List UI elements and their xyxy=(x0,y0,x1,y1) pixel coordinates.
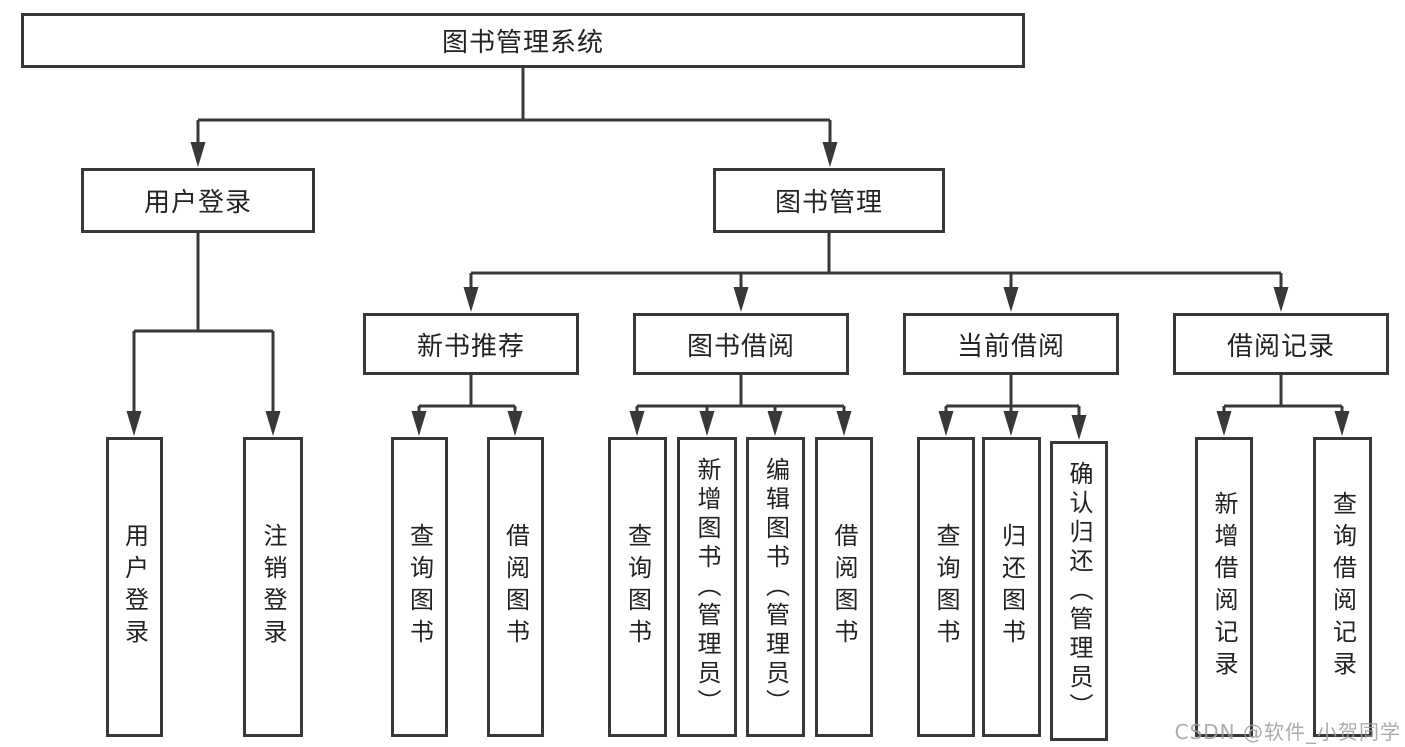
leaf-label: 新增借阅记录 xyxy=(1210,491,1238,683)
node-new-book-recommend: 新书推荐 xyxy=(363,313,579,375)
leaf-query-books-recommend: 查询图书 xyxy=(391,437,448,737)
arrow-icon xyxy=(411,411,427,436)
leaf-label: 查询图书 xyxy=(623,523,652,651)
node-book-borrow: 图书借阅 xyxy=(633,313,849,375)
connector-book-borrow-to-leaves xyxy=(635,375,846,414)
connector-new-book-to-leaves xyxy=(417,375,517,414)
node-current-borrow: 当前借阅 xyxy=(903,313,1119,375)
arrow-icon xyxy=(767,411,783,436)
arrow-icon xyxy=(1071,415,1087,440)
arrowheads xyxy=(126,142,1350,440)
leaf-label: 用户登录 xyxy=(120,523,149,651)
leaf-label: 借阅图书 xyxy=(501,523,530,651)
node-root-system: 图书管理系统 xyxy=(21,13,1025,68)
leaf-label: 借阅图书 xyxy=(830,523,858,651)
leaf-query-books-borrow: 查询图书 xyxy=(608,437,667,737)
leaf-label: 注销登录 xyxy=(259,523,287,651)
leaf-label: 查询借阅记录 xyxy=(1328,491,1357,683)
leaf-edit-books-admin: 编辑图书（管理员） xyxy=(746,437,805,737)
connector-borrow-records-to-leaves xyxy=(1222,375,1344,414)
arrow-icon xyxy=(463,287,479,312)
arrow-icon xyxy=(1334,411,1350,436)
leaf-label: 确认归还（管理员） xyxy=(1065,460,1093,722)
connector-user-login-to-leaves xyxy=(132,233,275,414)
leaf-borrow-books: 借阅图书 xyxy=(815,437,873,737)
arrow-icon xyxy=(126,411,142,436)
arrow-icon xyxy=(836,411,852,436)
leaf-confirm-return-admin: 确认归还（管理员） xyxy=(1050,441,1108,741)
leaf-label: 查询图书 xyxy=(932,523,960,651)
node-book-management: 图书管理 xyxy=(713,168,945,233)
leaf-query-books-current: 查询图书 xyxy=(917,437,975,737)
node-borrow-records: 借阅记录 xyxy=(1173,313,1389,375)
leaf-label: 查询图书 xyxy=(405,523,434,651)
leaf-borrow-books-recommend: 借阅图书 xyxy=(487,437,544,737)
arrow-icon xyxy=(733,287,749,312)
connector-root-to-level2 xyxy=(196,68,832,145)
arrow-icon xyxy=(190,142,206,167)
leaf-return-books: 归还图书 xyxy=(982,437,1041,737)
arrow-icon xyxy=(1216,411,1232,436)
arrow-icon xyxy=(1003,287,1019,312)
arrow-icon xyxy=(1003,411,1019,436)
arrow-icon xyxy=(265,411,281,436)
arrow-icon xyxy=(507,411,523,436)
leaf-query-borrow-record: 查询借阅记录 xyxy=(1313,437,1372,737)
arrow-icon xyxy=(822,142,838,167)
arrow-icon xyxy=(629,411,645,436)
leaf-logout: 注销登录 xyxy=(243,437,303,737)
connector-book-management-to-level3 xyxy=(469,233,1283,291)
arrow-icon xyxy=(938,411,954,436)
leaf-label: 编辑图书（管理员） xyxy=(761,456,790,718)
csdn-watermark: CSDN @软件_小贺同学 xyxy=(1174,720,1401,744)
node-user-login: 用户登录 xyxy=(81,168,315,233)
arrow-icon xyxy=(699,411,715,436)
arrow-icon xyxy=(1273,287,1289,312)
leaf-add-borrow-record: 新增借阅记录 xyxy=(1195,437,1253,737)
leaf-label: 归还图书 xyxy=(997,523,1026,651)
leaf-label: 新增图书（管理员） xyxy=(693,456,721,718)
leaf-add-books-admin: 新增图书（管理员） xyxy=(677,437,737,737)
connector-current-borrow-to-leaves xyxy=(944,375,1081,418)
leaf-user-login: 用户登录 xyxy=(106,437,163,737)
